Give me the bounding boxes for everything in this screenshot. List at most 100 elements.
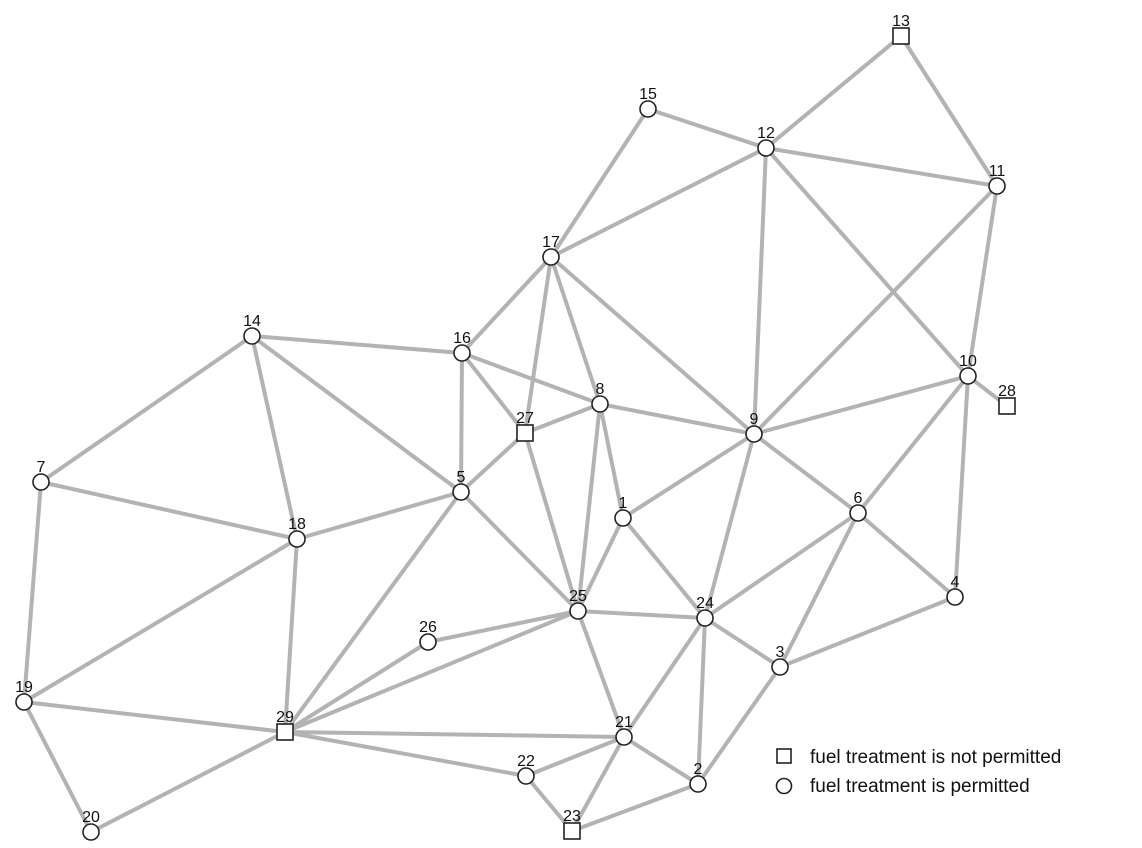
node-17-label: 17 xyxy=(542,234,560,251)
node-29-square xyxy=(276,723,294,741)
node-18: 18 xyxy=(288,516,306,548)
edge-22-23 xyxy=(524,774,574,833)
edge-21-22 xyxy=(524,735,626,778)
node-19-label: 19 xyxy=(15,679,33,696)
edge-9-1 xyxy=(621,432,756,520)
node-28: 28 xyxy=(998,383,1016,415)
node-27: 27 xyxy=(516,410,534,442)
edge-14-5 xyxy=(250,334,463,494)
edge-1-25 xyxy=(576,516,625,613)
edge-17-27 xyxy=(523,255,553,435)
node-6-circle xyxy=(849,504,867,522)
node-20-circle xyxy=(82,823,100,841)
edge-16-8 xyxy=(460,351,602,406)
node-27-square xyxy=(516,424,534,442)
edge-8-9 xyxy=(598,402,756,436)
node-20: 20 xyxy=(82,809,100,841)
node-1-circle xyxy=(614,509,632,527)
edge-19-20 xyxy=(22,700,93,834)
edge-6-3 xyxy=(778,511,860,669)
node-12-circle xyxy=(757,139,775,157)
node-13-square xyxy=(892,27,910,45)
node-3-circle xyxy=(771,658,789,676)
node-15-label: 15 xyxy=(639,86,657,103)
edge-15-17 xyxy=(549,107,650,259)
edge-24-3 xyxy=(703,616,782,669)
edge-21-2 xyxy=(622,735,700,786)
node-20-label: 20 xyxy=(82,809,100,826)
node-23-label: 23 xyxy=(563,808,581,825)
edge-14-18 xyxy=(250,334,299,541)
edge-11-10 xyxy=(966,184,999,378)
edge-25-21 xyxy=(576,609,626,739)
node-2-circle xyxy=(689,775,707,793)
edge-18-29 xyxy=(283,537,299,734)
edge-27-5 xyxy=(459,431,527,494)
node-7: 7 xyxy=(32,459,50,491)
node-6: 6 xyxy=(849,490,867,522)
edge-5-25 xyxy=(459,490,580,613)
node-22: 22 xyxy=(517,753,535,785)
node-8-label: 8 xyxy=(596,381,605,398)
edge-17-8 xyxy=(549,255,602,406)
node-15: 15 xyxy=(639,86,657,118)
edge-12-17 xyxy=(549,146,768,259)
node-16-circle xyxy=(453,344,471,362)
edge-29-22 xyxy=(283,730,528,778)
node-1-label: 1 xyxy=(619,495,628,512)
edge-27-25 xyxy=(523,431,580,613)
node-28-square xyxy=(998,397,1016,415)
node-1: 1 xyxy=(614,495,632,527)
node-9-circle xyxy=(745,425,763,443)
node-13-label: 13 xyxy=(892,13,910,30)
edge-18-19 xyxy=(22,537,299,704)
node-7-circle xyxy=(32,473,50,491)
legend-square-icon xyxy=(776,748,792,764)
node-4: 4 xyxy=(946,574,964,606)
edge-10-6 xyxy=(856,374,970,515)
node-19-circle xyxy=(15,693,33,711)
edge-20-29 xyxy=(89,730,287,834)
edge-24-21 xyxy=(622,616,707,739)
node-29-label: 29 xyxy=(276,709,294,726)
edge-21-23 xyxy=(570,735,626,833)
node-16: 16 xyxy=(453,330,471,362)
legend: fuel treatment is not permitted fuel tre… xyxy=(775,747,1061,797)
edge-17-16 xyxy=(460,255,553,355)
legend-label-not-permitted: fuel treatment is not permitted xyxy=(810,747,1061,768)
node-14-circle xyxy=(243,327,261,345)
node-24: 24 xyxy=(696,595,714,627)
node-19: 19 xyxy=(15,679,33,711)
node-28-label: 28 xyxy=(998,383,1016,400)
node-6-label: 6 xyxy=(854,490,863,507)
edge-8-1 xyxy=(598,402,625,520)
node-25: 25 xyxy=(569,588,587,620)
node-21-circle xyxy=(615,728,633,746)
node-4-circle xyxy=(946,588,964,606)
node-25-label: 25 xyxy=(569,588,587,605)
edge-14-16 xyxy=(250,334,464,355)
node-21-label: 21 xyxy=(615,714,633,731)
edge-5-29 xyxy=(283,490,463,734)
edge-23-2 xyxy=(570,782,700,833)
graph-edges xyxy=(22,34,1009,834)
edge-9-6 xyxy=(752,432,860,515)
edge-11-9 xyxy=(752,184,999,436)
node-13: 13 xyxy=(892,13,910,45)
edge-8-27 xyxy=(523,402,602,435)
node-26: 26 xyxy=(419,619,437,651)
edge-25-26 xyxy=(426,609,580,644)
node-23: 23 xyxy=(563,808,581,840)
node-7-label: 7 xyxy=(37,459,46,476)
node-10-circle xyxy=(959,367,977,385)
node-5-label: 5 xyxy=(457,469,466,486)
node-22-circle xyxy=(517,767,535,785)
node-18-circle xyxy=(288,530,306,548)
edge-12-10 xyxy=(764,146,970,378)
node-24-circle xyxy=(696,609,714,627)
edge-13-11 xyxy=(899,34,999,188)
node-17-circle xyxy=(542,248,560,266)
node-21: 21 xyxy=(615,714,633,746)
node-9-label: 9 xyxy=(750,411,759,428)
